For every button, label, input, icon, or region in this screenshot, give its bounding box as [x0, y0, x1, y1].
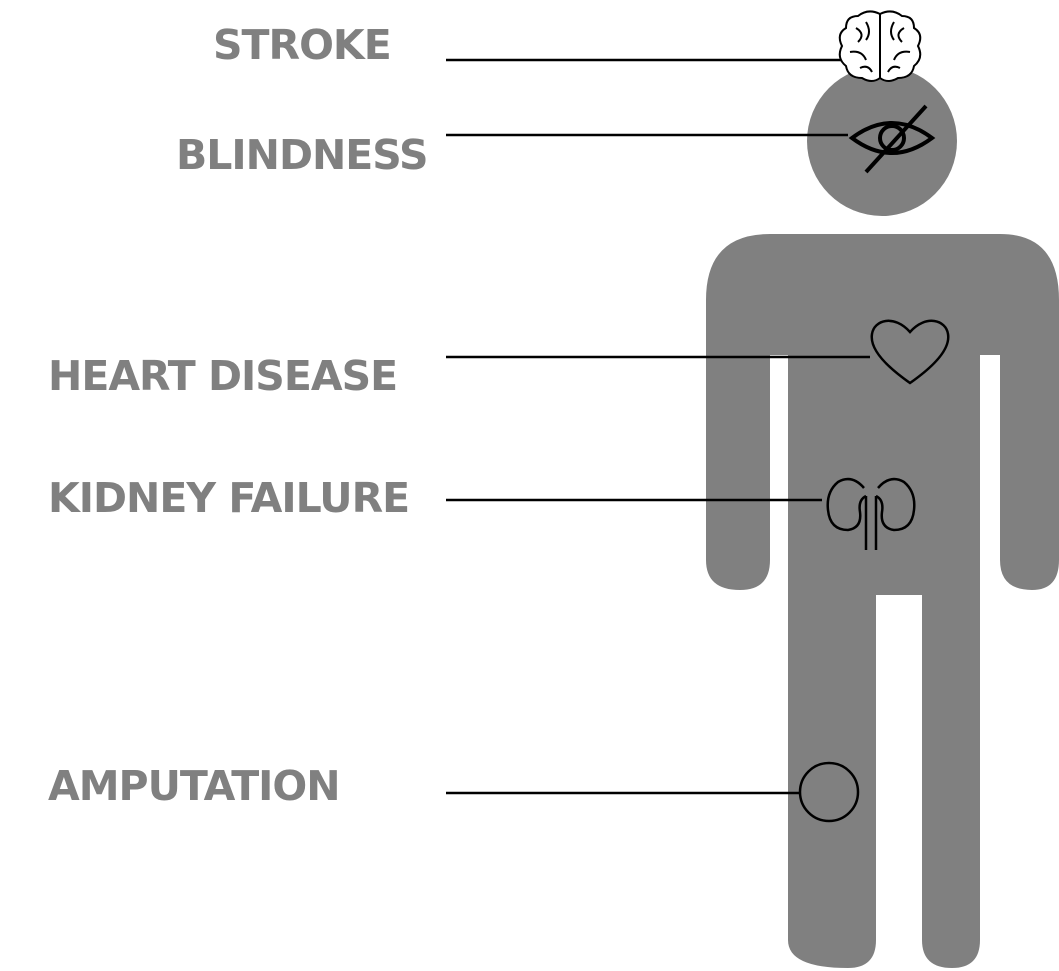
- heart-disease-label: HEART DISEASE: [48, 356, 397, 397]
- figure-body: [706, 234, 1059, 968]
- amputation-label: AMPUTATION: [48, 766, 340, 807]
- stroke-label: STROKE: [213, 25, 391, 66]
- brain-icon: [840, 11, 921, 81]
- kidney-failure-label: KIDNEY FAILURE: [48, 478, 409, 519]
- blindness-label: BLINDNESS: [176, 135, 428, 176]
